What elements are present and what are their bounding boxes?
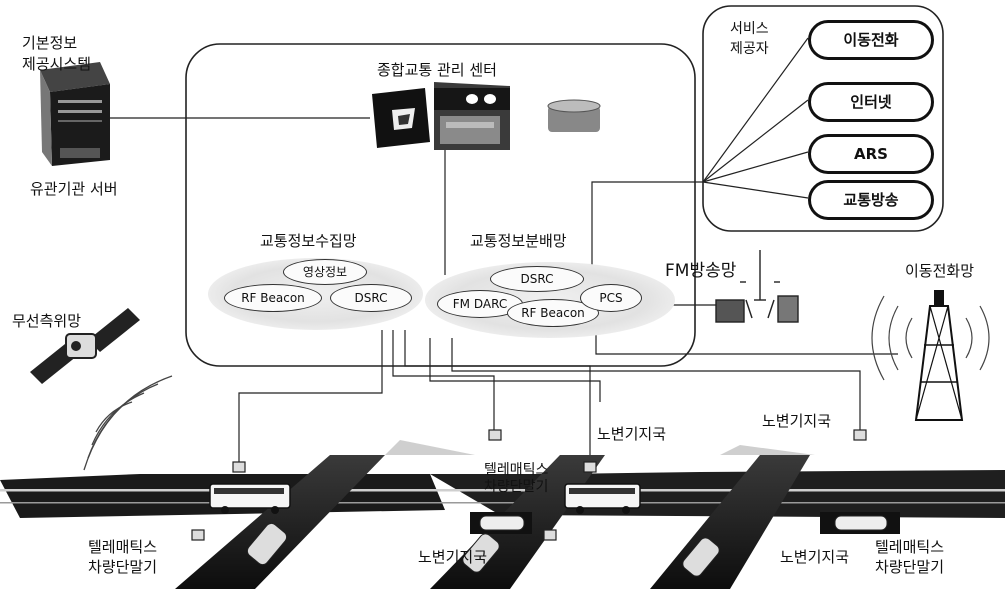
telematics-terminal-label: 텔레매틱스 차량단말기 (484, 462, 548, 496)
satellite-icon (30, 308, 140, 384)
satellite-signal-waves (83, 375, 173, 471)
source-system-title-line2: 제공시스템 (22, 55, 92, 73)
collection-node-rf-beacon: RF Beacon (224, 284, 322, 312)
telematics-terminal-label: 텔레매틱스 차량단말기 (88, 537, 157, 577)
telematics-terminal-label: 텔레매틱스 차량단말기 (875, 537, 944, 577)
bus-icon (564, 483, 641, 514)
car-icon (834, 515, 888, 531)
roadside-station-label: 노변기지국 (597, 425, 667, 443)
car-icon (462, 533, 500, 573)
telematics-line2: 차량단말기 (88, 558, 158, 576)
mobile-tower-icon (914, 290, 964, 421)
provider-traffic-broadcast: 교통방송 (808, 180, 934, 220)
distribution-node-pcs: PCS (580, 284, 642, 312)
car-icon (682, 537, 720, 577)
source-system-title-line1: 기본정보 (22, 34, 78, 52)
fm-broadcast-tower-icon (715, 250, 799, 323)
service-provider-frame (702, 5, 944, 232)
agency-server-icon (40, 62, 110, 166)
service-provider-title-line1: 서비스 (730, 21, 769, 37)
telematics-line1: 텔레매틱스 (484, 462, 549, 478)
bus-icon (209, 483, 291, 514)
roadside-station-label: 노변기지국 (762, 412, 832, 430)
roadside-station-label: 노변기지국 (780, 548, 850, 566)
control-center-title: 종합교통 관리 센터 (377, 61, 497, 79)
mobile-signal-waves (871, 295, 990, 381)
telematics-line2: 차량단말기 (484, 479, 549, 495)
mobile-network-label: 이동전화망 (905, 262, 975, 280)
collection-node-dsrc: DSRC (330, 284, 412, 312)
service-provider-title-line2: 제공자 (730, 41, 769, 57)
provider-ars: ARS (808, 134, 934, 174)
collection-node-video: 영상정보 (283, 259, 367, 285)
fm-network-label: FM방송망 (665, 261, 737, 281)
provider-internet: 인터넷 (808, 82, 934, 122)
telematics-line1: 텔레매틱스 (88, 538, 158, 556)
telematics-line1: 텔레매틱스 (875, 538, 945, 556)
roadside-unit-icon (191, 429, 867, 541)
distribution-node-dsrc: DSRC (490, 266, 584, 292)
satellite-network-label: 무선측위망 (12, 312, 82, 330)
telematics-line2: 차량단말기 (875, 558, 945, 576)
distribution-network-title: 교통정보분배망 (470, 232, 567, 250)
agency-server-label: 유관기관 서버 (30, 180, 118, 198)
car-icon (246, 522, 288, 566)
road-scene (0, 440, 1005, 589)
collection-network-title: 교통정보수집망 (260, 232, 357, 250)
provider-mobile-phone: 이동전화 (808, 20, 934, 60)
traffic-center-equipment-icon (372, 82, 601, 150)
car-icon (479, 515, 525, 531)
roadside-station-label: 노변기지국 (418, 548, 488, 566)
